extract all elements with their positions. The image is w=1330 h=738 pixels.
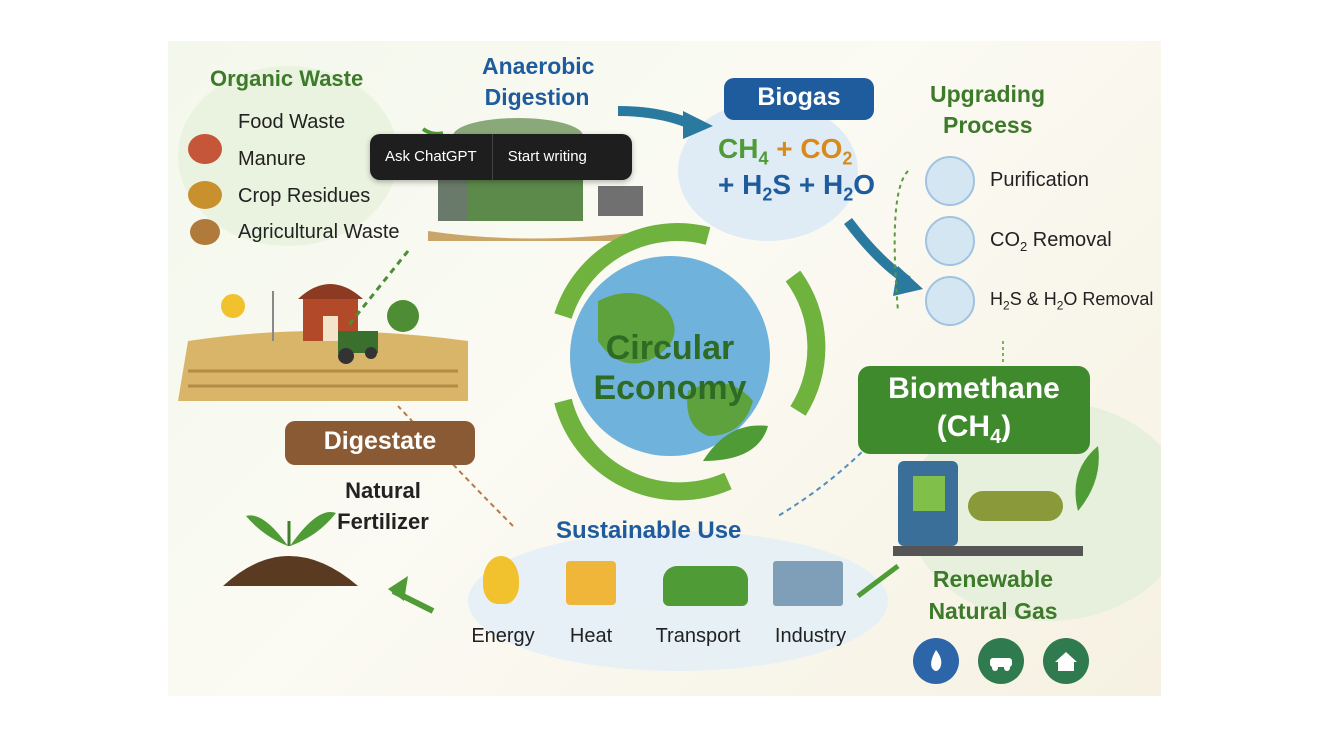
- use-energy: Energy: [471, 625, 535, 647]
- car-transport-icon: [663, 566, 748, 606]
- digestate-line2: Fertilizer: [337, 509, 429, 534]
- rng-line2: Natural Gas: [928, 598, 1058, 624]
- organic-item-manure: Manure: [238, 148, 306, 170]
- flame-icon: [913, 638, 959, 684]
- biomethane-b: ): [1001, 410, 1012, 443]
- ask-chatgpt-button[interactable]: Ask ChatGPT: [385, 148, 477, 165]
- co2-removal-sub: 2: [1020, 239, 1028, 254]
- upgrading-step-co2-removal: CO2 Removal: [990, 229, 1112, 254]
- digestion-line1: Anaerobic: [482, 53, 595, 79]
- rng-line1: Renewable: [932, 566, 1054, 592]
- h2s-h2o-removal-icon: [925, 276, 975, 326]
- biogas-formula-line2: + H2S + H2O: [718, 169, 875, 206]
- home-icon: [1043, 638, 1089, 684]
- circular-economy-line2: Economy: [593, 369, 747, 407]
- h2o-o: O: [853, 169, 875, 200]
- h2s-removal-sub: 2: [1003, 298, 1010, 313]
- biogas-formula-line1: CH4 + CO2: [718, 133, 852, 170]
- organic-item-agricultural-waste: Agricultural Waste: [238, 221, 400, 243]
- selection-popup: Ask ChatGPT Start writing: [370, 134, 632, 180]
- h2s-s: S: [772, 169, 792, 200]
- h2s-b: S & H: [1009, 289, 1057, 309]
- upgrading-line2: Process: [943, 112, 1033, 138]
- biomethane-line2: (CH4): [858, 410, 1090, 449]
- h2o-h: + H: [791, 169, 844, 200]
- digestion-line2: Digestion: [484, 84, 590, 110]
- biomethane-badge: [858, 366, 1090, 454]
- h2s-c: O Removal: [1063, 289, 1154, 309]
- plus-1: +: [768, 133, 801, 164]
- co2-a: CO: [990, 229, 1020, 251]
- co2-sub: 2: [842, 148, 853, 169]
- use-industry: Industry: [774, 625, 847, 647]
- circular-economy-line1: Circular: [605, 329, 735, 367]
- h2o-removal-sub: 2: [1056, 298, 1064, 313]
- ch4-text: CH: [718, 133, 759, 164]
- car-icon: [978, 638, 1024, 684]
- diagram-canvas: Organic Waste Food Waste Manure Crop Res…: [168, 41, 1161, 696]
- popup-divider: [491, 134, 493, 180]
- co2-removal-icon: [925, 216, 975, 266]
- upgrading-step-purification: Purification: [990, 169, 1089, 191]
- organic-item-food-waste: Food Waste: [238, 111, 346, 133]
- crop-residues-icon: [188, 181, 222, 209]
- use-transport: Transport: [655, 625, 741, 647]
- biogas-title: Biogas: [757, 83, 841, 111]
- h2s-sub: 2: [762, 184, 773, 205]
- biomethane-line1: Biomethane: [888, 372, 1060, 405]
- use-heat: Heat: [569, 625, 613, 647]
- biomethane-sub: 4: [990, 426, 1002, 448]
- h2o-sub: 2: [843, 184, 854, 205]
- factory-icon: [773, 561, 843, 606]
- purification-icon: [925, 156, 975, 206]
- digestate-line1: Natural: [345, 478, 421, 503]
- upgrading-step-h2s-h2o-removal: H2S & H2O Removal: [990, 289, 1153, 313]
- food-waste-icon: [188, 134, 222, 164]
- organic-item-crop-residues: Crop Residues: [238, 185, 371, 207]
- agricultural-waste-icon: [190, 219, 220, 245]
- digestate-badge: [285, 421, 475, 465]
- sustainable-use-title: Sustainable Use: [556, 517, 742, 544]
- lightbulb-icon: [483, 556, 519, 604]
- organic-waste-title: Organic Waste: [210, 66, 364, 91]
- h2s-a: H: [990, 289, 1003, 309]
- heater-icon: [566, 561, 616, 605]
- co2-b: Removal: [1027, 229, 1112, 251]
- co2-text: CO: [800, 133, 843, 164]
- h2s-h: + H: [718, 169, 763, 200]
- biogas-badge: [724, 78, 874, 120]
- digestate-title: Digestate: [323, 427, 437, 455]
- start-writing-button[interactable]: Start writing: [507, 148, 587, 165]
- biomethane-a: (CH: [936, 410, 991, 443]
- ch4-sub: 4: [758, 148, 769, 169]
- upgrading-line1: Upgrading: [930, 81, 1045, 107]
